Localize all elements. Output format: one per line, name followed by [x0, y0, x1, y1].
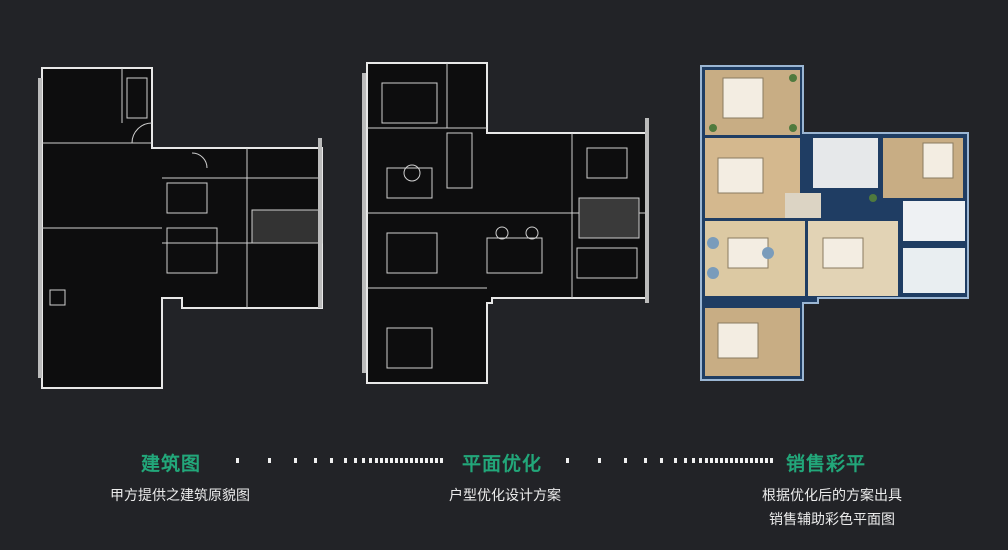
dot [709, 458, 713, 463]
dot [293, 458, 297, 463]
dot [724, 458, 728, 463]
dot [404, 458, 408, 463]
dot [734, 458, 738, 463]
dot [434, 458, 438, 463]
dot [354, 458, 358, 463]
dot [754, 458, 758, 463]
dot [424, 458, 428, 463]
dot [394, 458, 398, 463]
stage-title-sales-plan: 销售彩平 [786, 453, 867, 475]
stage-desc-architectural: 甲方提供之建筑原貌图 [60, 484, 300, 508]
stage-desc-sales-plan: 根据优化后的方案出具 销售辅助彩色平面图 [712, 484, 952, 532]
dot [719, 458, 723, 463]
dot [699, 458, 703, 463]
dot [598, 458, 601, 463]
dot [749, 458, 753, 463]
dot [343, 458, 347, 463]
dot [379, 458, 383, 463]
dot [384, 458, 388, 463]
optimized-floor-plan [362, 62, 649, 384]
desc-line: 销售辅助彩色平面图 [769, 512, 895, 528]
desc-line: 根据优化后的方案出具 [762, 488, 902, 504]
dot [399, 458, 403, 463]
dot [729, 458, 733, 463]
dot [769, 458, 773, 463]
stage-desc-optimization: 户型优化设计方案 [385, 484, 625, 508]
dot [419, 458, 423, 463]
dot [374, 458, 378, 463]
dot [330, 458, 334, 463]
dot [268, 458, 271, 463]
dot [759, 458, 763, 463]
dot [739, 458, 743, 463]
architectural-floor-plan [38, 67, 323, 389]
desc-line: 户型优化设计方案 [449, 488, 561, 504]
dot [623, 458, 627, 463]
dot [439, 458, 443, 463]
dot [744, 458, 748, 463]
dot [684, 458, 688, 463]
dot [314, 458, 318, 463]
dot [692, 458, 696, 463]
dot [660, 458, 664, 463]
desc-line: 甲方提供之建筑原貌图 [110, 488, 250, 504]
stage-title-architectural: 建筑图 [141, 453, 202, 475]
dot [236, 458, 239, 463]
dot [764, 458, 768, 463]
dot [704, 458, 708, 463]
dot [429, 458, 433, 463]
progress-dots-1 [236, 458, 446, 464]
dot [673, 458, 677, 463]
dot [362, 458, 366, 463]
dot [566, 458, 569, 463]
dot [389, 458, 393, 463]
colored-sales-floor-plan [700, 65, 969, 381]
dot [644, 458, 648, 463]
dot [409, 458, 413, 463]
dot [414, 458, 418, 463]
progress-dots-2 [566, 458, 776, 464]
dot [714, 458, 718, 463]
stage-title-optimization: 平面优化 [462, 453, 543, 475]
dot [369, 458, 373, 463]
